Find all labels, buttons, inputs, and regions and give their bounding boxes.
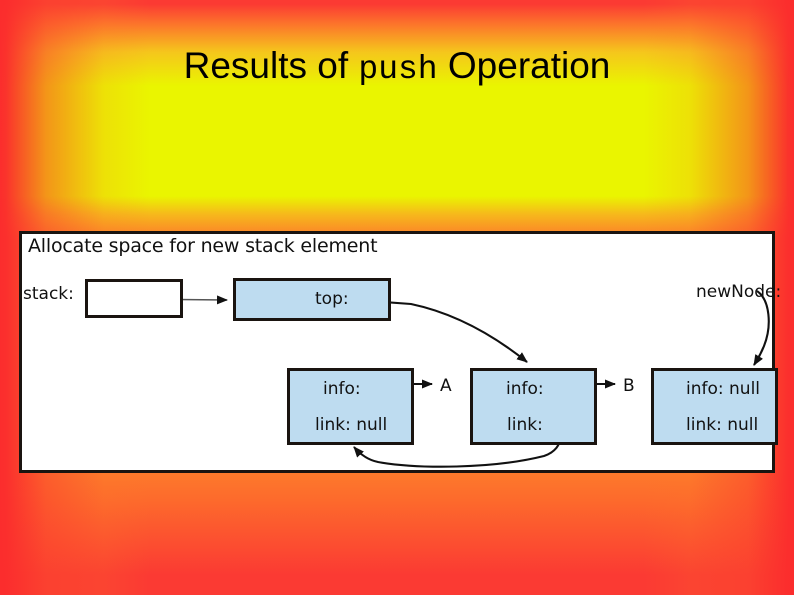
stack-object-top-field: top: [315,289,349,309]
node3-link-field: link: null [686,415,759,435]
node-box-2 [470,368,597,445]
title-code-push: push [358,51,438,88]
label-newnode: newNode: [696,282,782,302]
title-suffix: Operation [437,45,611,86]
diagram-frame: Allocate space for new stack element sta… [19,231,781,473]
node1-info-field: info: [323,379,361,399]
stack-object-box [233,278,391,321]
node1-link-field: link: null [315,415,388,435]
label-stack: stack: [23,284,74,304]
diagram-caption: Allocate space for new stack element [28,235,378,257]
node2-link-field: link: [507,415,543,435]
title-prefix: Results of [183,45,359,86]
label-info-value-a: A [440,376,452,396]
slide-title: Results of push Operation [0,44,794,92]
arrow-newnode-to-node3 [753,290,770,366]
stack-variable-box [85,279,183,318]
label-info-value-b: B [623,376,635,396]
arrow-top-to-node2 [354,298,528,363]
node-box-1 [287,368,414,445]
node3-info-field: info: null [686,379,761,399]
node-box-3 [651,368,778,445]
node2-info-field: info: [506,379,544,399]
